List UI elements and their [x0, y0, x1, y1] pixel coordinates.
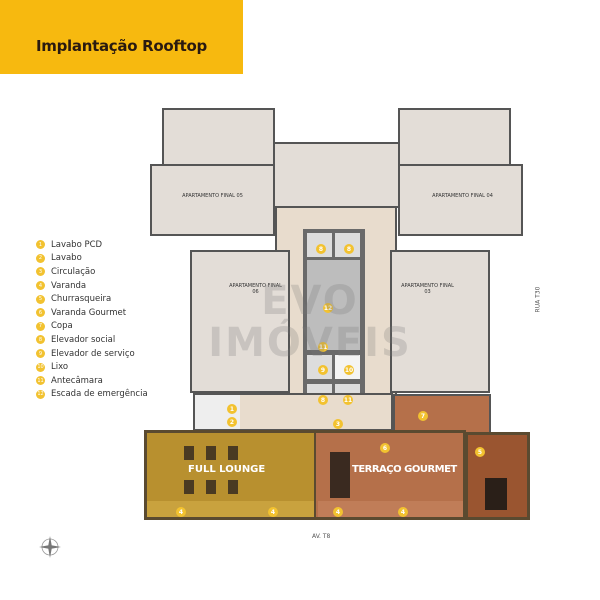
number-marker: 4 [398, 507, 408, 517]
number-marker: 1 [36, 240, 45, 250]
table [485, 478, 507, 510]
number-marker: 12 [323, 303, 333, 313]
title-banner: Implantação Rooftop [0, 0, 243, 74]
number-marker: 6 [380, 443, 390, 453]
legend-item: 4 Varanda [36, 279, 148, 293]
balcony [318, 501, 463, 517]
number-marker: 11 [36, 376, 45, 386]
legend-item: 10 Lixo [36, 360, 148, 374]
legend-label: Elevador social [51, 334, 116, 345]
number-marker: 3 [333, 419, 343, 429]
apartment-label: APARTAMENTO FINAL 06 [229, 283, 282, 295]
legend-label: Lavabo PCD [51, 239, 103, 250]
legend-label: Elevador de serviço [51, 348, 135, 359]
tables [184, 480, 244, 494]
legend-item: 5 Churrasqueira [36, 292, 148, 306]
apartment-06 [190, 250, 290, 393]
number-marker: 10 [344, 365, 354, 375]
number-marker: 4 [333, 507, 343, 517]
number-marker: 10 [36, 362, 45, 372]
balcony [147, 501, 314, 517]
legend-label: Lixo [51, 362, 69, 373]
number-marker: 12 [36, 389, 45, 399]
apartment-05 [150, 164, 275, 236]
legend-label: Varanda [51, 280, 87, 291]
page-title: Implantação Rooftop [36, 37, 207, 55]
legend-label: Antecâmara [51, 375, 103, 386]
number-marker: 7 [418, 411, 428, 421]
apartment-label: APARTAMENTO FINAL 05 [182, 193, 243, 199]
number-marker: 8 [36, 335, 45, 345]
number-marker: 6 [36, 308, 45, 318]
street-rua-t30: RUA T30 [534, 286, 542, 313]
number-marker: 4 [176, 507, 186, 517]
number-marker: 2 [227, 417, 237, 427]
legend-label: Churrasqueira [51, 294, 112, 305]
apartment-label: APARTAMENTO FINAL 03 [401, 283, 454, 295]
full-lounge-label: FULL LOUNGE [188, 464, 266, 475]
legend-label: Copa [51, 321, 73, 332]
legend-item: 7 Copa [36, 320, 148, 334]
apartment-04 [398, 164, 523, 236]
tables [184, 446, 244, 460]
number-marker: 9 [318, 365, 328, 375]
apartment-03 [390, 250, 490, 393]
watermark: EVO IMÓVEIS [208, 278, 412, 366]
number-marker: 11 [343, 395, 353, 405]
number-marker: 5 [475, 447, 485, 457]
stairs [307, 260, 360, 350]
street-av-t8: AV. T8 [312, 533, 331, 540]
number-marker: 8 [344, 244, 354, 254]
compass-icon [38, 535, 62, 559]
legend-label: Lavabo [51, 253, 82, 264]
legend-item: 2 Lavabo [36, 252, 148, 266]
number-marker: 8 [316, 244, 326, 254]
number-marker: 5 [36, 294, 45, 304]
legend-item: 8 Elevador social [36, 333, 148, 347]
number-marker: 11 [318, 342, 328, 352]
number-marker: 8 [318, 395, 328, 405]
terraco-gourmet-label: TERRAÇO GOURMET [352, 464, 457, 475]
apartment-label: APARTAMENTO FINAL 04 [432, 193, 493, 199]
room [398, 108, 511, 166]
number-marker: 3 [36, 267, 45, 277]
legend-item: 3 Circulação [36, 265, 148, 279]
legend-item: 11 Antecâmara [36, 374, 148, 388]
copa [393, 394, 491, 434]
number-marker: 2 [36, 253, 45, 263]
legend-item: 1 Lavabo PCD [36, 238, 148, 252]
number-marker: 1 [227, 404, 237, 414]
legend-label: Escada de emergência [51, 389, 148, 400]
number-marker: 4 [268, 507, 278, 517]
legend-label: Varanda Gourmet [51, 307, 127, 318]
legend-label: Circulação [51, 266, 96, 277]
room [162, 108, 275, 166]
legend-item: 12 Escada de emergência [36, 388, 148, 402]
number-marker: 7 [36, 321, 45, 331]
room [273, 142, 400, 208]
legend-item: 6 Varanda Gourmet [36, 306, 148, 320]
number-marker: 4 [36, 281, 45, 291]
counter [330, 452, 350, 498]
legend-item: 9 Elevador de serviço [36, 347, 148, 361]
number-marker: 9 [36, 349, 45, 359]
